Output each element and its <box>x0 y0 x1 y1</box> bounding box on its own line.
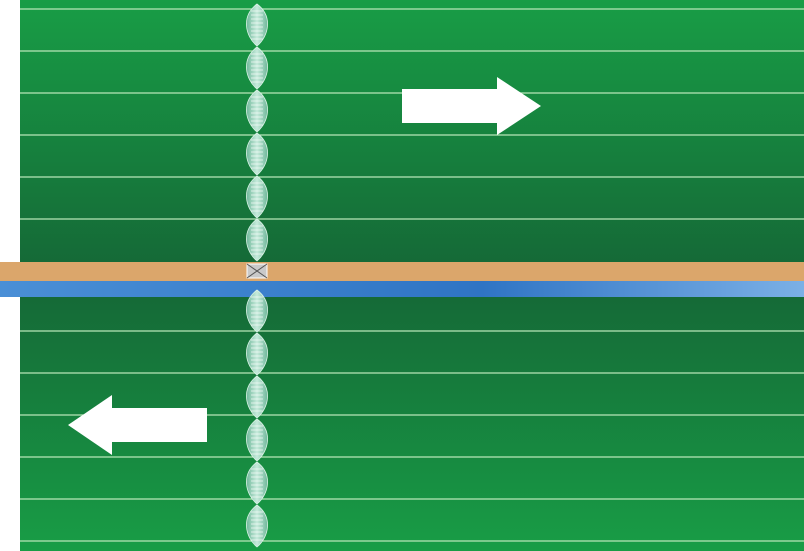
spindle-icon <box>246 289 268 333</box>
spindle-chain <box>246 3 268 548</box>
spindle-icon <box>246 504 268 548</box>
spindle-icon <box>246 375 268 419</box>
orange-band <box>0 262 804 281</box>
spindle-icon <box>246 418 268 462</box>
spindle-icon <box>246 461 268 505</box>
spindle-icon <box>246 332 268 376</box>
upper-field <box>20 0 804 262</box>
spindle-icon <box>246 3 268 47</box>
arrow-left-icon <box>68 395 207 455</box>
spindle-icon <box>246 218 268 262</box>
spindle-icon <box>246 132 268 176</box>
spindle-icon <box>246 46 268 90</box>
spindle-icon <box>246 89 268 133</box>
arrow-right-icon <box>402 77 541 135</box>
crossed-box-icon <box>246 263 268 279</box>
spindle-icon <box>246 175 268 219</box>
blue-band <box>0 281 804 297</box>
